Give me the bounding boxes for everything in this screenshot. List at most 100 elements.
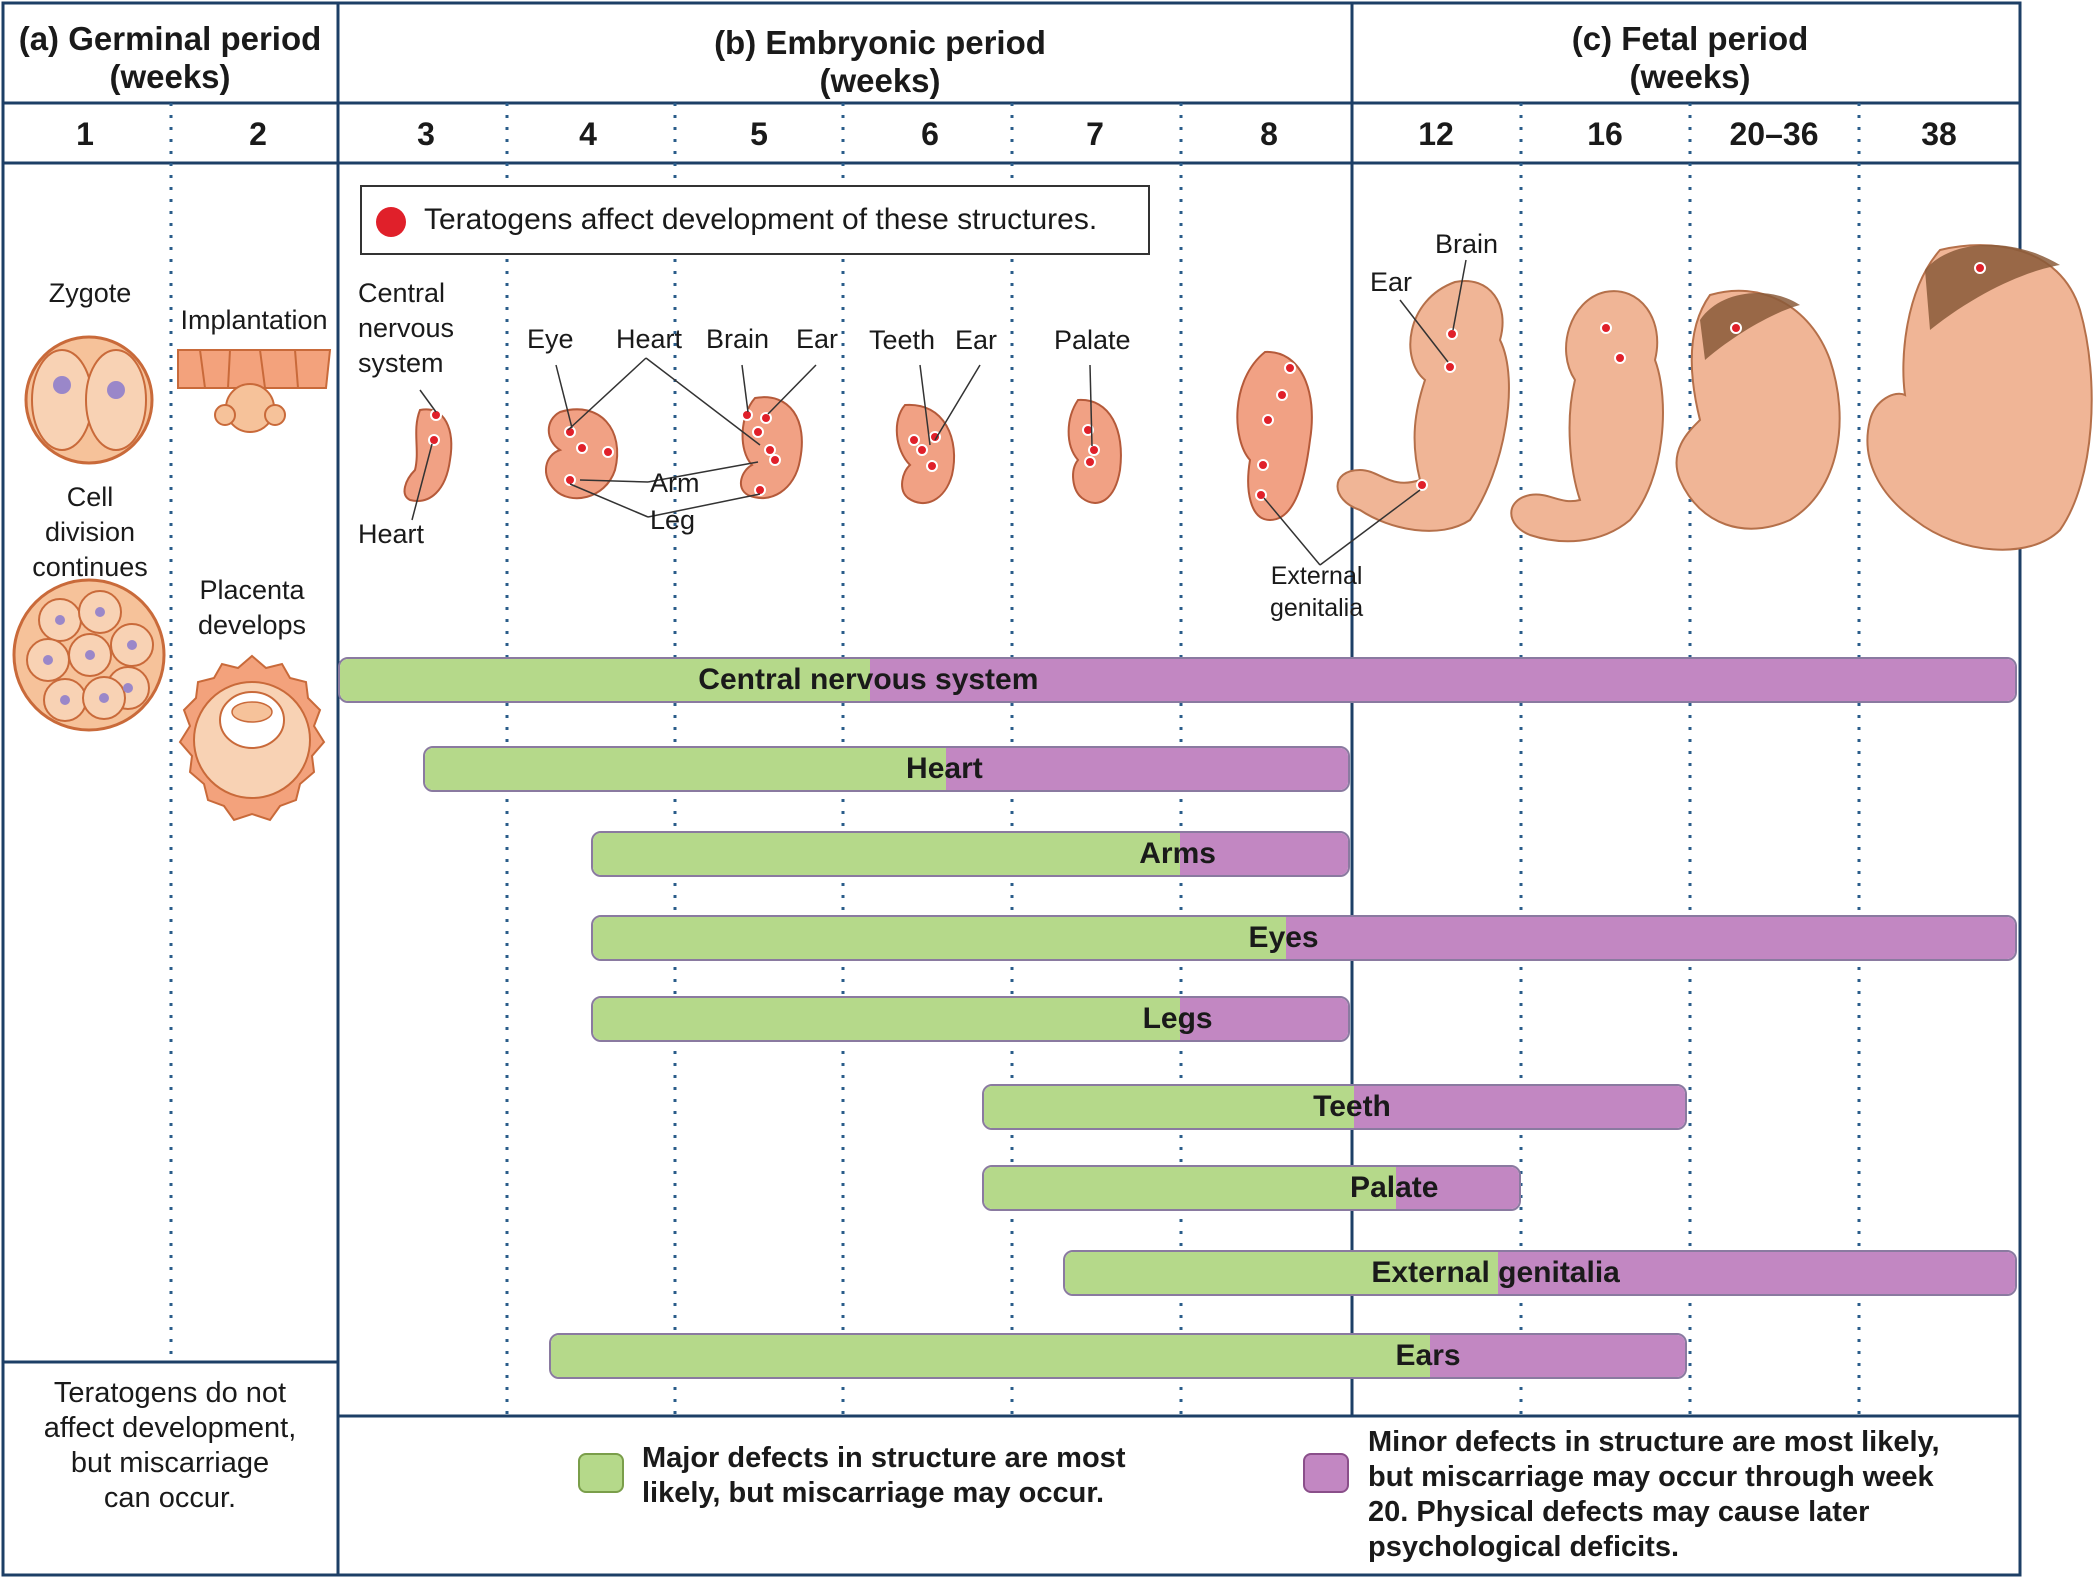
major-defect-segment bbox=[551, 1335, 1431, 1377]
major-defect-segment bbox=[983, 1086, 1354, 1128]
eye-label: Eye bbox=[527, 324, 574, 354]
zygote-illustration bbox=[24, 335, 154, 465]
legend-major-text: Major defects in structure are most like… bbox=[642, 1442, 1126, 1509]
sensitivity-bar bbox=[422, 746, 1351, 792]
legend-minor-swatch bbox=[1303, 1453, 1349, 1493]
embryonic-period-header: (b) Embryonic period (weeks) bbox=[714, 24, 1046, 99]
marker-dot bbox=[1276, 389, 1288, 401]
marker-dot bbox=[769, 454, 781, 466]
germinal-period-header: (a) Germinal period (weeks) bbox=[18, 20, 322, 95]
marker-dot bbox=[602, 446, 614, 458]
marker-dot bbox=[1614, 352, 1626, 364]
week-label: 7 bbox=[1086, 116, 1104, 152]
marker-dot bbox=[1284, 362, 1296, 374]
leg-label: Leg bbox=[650, 505, 696, 535]
sensitivity-bar bbox=[591, 996, 1351, 1042]
fetal-period-header: (c) Fetal period (weeks) bbox=[1571, 20, 1809, 95]
bar-label: Central nervous system bbox=[698, 663, 1039, 696]
red-dot-icon bbox=[376, 207, 406, 237]
marker-dot bbox=[1974, 262, 1986, 274]
minor-defect-segment bbox=[1285, 917, 2015, 959]
marker-dot bbox=[1088, 444, 1100, 456]
marker-dot bbox=[1446, 328, 1458, 340]
arm-label: Arm bbox=[650, 468, 700, 498]
marker-dot bbox=[1082, 424, 1094, 436]
external-genitalia-label: External genitalia bbox=[1270, 562, 1364, 622]
teeth-label: Teeth bbox=[869, 325, 936, 355]
fetus-week38 bbox=[1866, 244, 2093, 551]
embryo-week8 bbox=[1236, 350, 1313, 522]
implantation-illustration bbox=[177, 349, 332, 433]
morula-illustration bbox=[12, 578, 166, 732]
marker-dot bbox=[564, 426, 576, 438]
week-label: 38 bbox=[1921, 116, 1957, 152]
placenta-illustration bbox=[178, 654, 326, 822]
major-defect-segment bbox=[593, 998, 1180, 1040]
sensitivity-bar bbox=[1062, 1250, 2017, 1296]
marker-dot bbox=[428, 434, 440, 446]
marker-dot bbox=[741, 409, 753, 421]
bar-label: Arms bbox=[1139, 837, 1216, 870]
week-label: 5 bbox=[750, 116, 768, 152]
bar-label: Palate bbox=[1350, 1171, 1439, 1204]
cns-label: Central nervous system bbox=[358, 278, 455, 378]
legend-major-swatch bbox=[578, 1453, 624, 1493]
ear-label: Ear bbox=[796, 324, 839, 354]
marker-dot bbox=[576, 442, 588, 454]
key-text: Teratogens affect development of these s… bbox=[424, 203, 1098, 236]
marker-dot bbox=[430, 409, 442, 421]
minor-defect-segment bbox=[1497, 1252, 2015, 1294]
teratogen-key-box: Teratogens affect development of these s… bbox=[360, 185, 1150, 255]
ear-label-week12: Ear bbox=[1370, 267, 1413, 297]
minor-defect-segment bbox=[1396, 1167, 1519, 1209]
brain-label: Brain bbox=[706, 324, 770, 354]
marker-dot bbox=[1600, 322, 1612, 334]
major-defect-segment bbox=[593, 917, 1286, 959]
marker-dot bbox=[564, 474, 576, 486]
sensitivity-bar bbox=[981, 1165, 1521, 1211]
major-defect-segment bbox=[340, 659, 871, 701]
minor-defect-segment bbox=[1179, 833, 1349, 875]
fetus-week12 bbox=[1336, 279, 1510, 532]
fetus-hair-week20-36 bbox=[1700, 293, 1800, 360]
marker-dot bbox=[764, 444, 776, 456]
major-defect-segment bbox=[593, 833, 1180, 875]
bar-label: Heart bbox=[906, 752, 983, 785]
marker-dot bbox=[1262, 414, 1274, 426]
marker-dot bbox=[916, 444, 928, 456]
marker-dot bbox=[926, 460, 938, 472]
week-label: 12 bbox=[1418, 116, 1454, 152]
palate-label: Palate bbox=[1054, 325, 1131, 355]
week-label: 20–36 bbox=[1729, 116, 1819, 152]
germinal-note: Teratogens do not affect development, bu… bbox=[43, 1377, 297, 1514]
embryo-week3 bbox=[403, 408, 453, 502]
bar-label: Teeth bbox=[1313, 1090, 1391, 1123]
fetus-week16 bbox=[1510, 290, 1664, 543]
heart-label-week3: Heart bbox=[358, 519, 425, 549]
minor-defect-segment bbox=[1430, 1335, 1685, 1377]
minor-defect-segment bbox=[1353, 1086, 1685, 1128]
bar-label: Ears bbox=[1395, 1339, 1461, 1372]
implantation-label: Implantation bbox=[180, 305, 328, 335]
legend-minor-text: Minor defects in structure are most like… bbox=[1368, 1426, 1940, 1563]
placenta-label: Placenta develops bbox=[197, 575, 307, 640]
marker-dot bbox=[760, 412, 772, 424]
week-label: 8 bbox=[1260, 116, 1278, 152]
major-defect-segment bbox=[424, 748, 947, 790]
sensitivity-bar bbox=[591, 915, 2017, 961]
sensitivity-bar bbox=[549, 1333, 1687, 1379]
week-label: 1 bbox=[76, 116, 94, 152]
marker-dot bbox=[1084, 456, 1096, 468]
minor-defect-segment bbox=[946, 748, 1349, 790]
marker-dot bbox=[752, 426, 764, 438]
sensitivity-bar bbox=[591, 831, 1351, 877]
week-label: 6 bbox=[921, 116, 939, 152]
week-label: 3 bbox=[417, 116, 435, 152]
minor-defect-segment bbox=[1179, 998, 1349, 1040]
week-label: 2 bbox=[249, 116, 267, 152]
marker-dot bbox=[754, 484, 766, 496]
minor-defect-segment bbox=[870, 659, 2015, 701]
bar-label: External genitalia bbox=[1371, 1256, 1620, 1289]
marker-dot bbox=[908, 434, 920, 446]
